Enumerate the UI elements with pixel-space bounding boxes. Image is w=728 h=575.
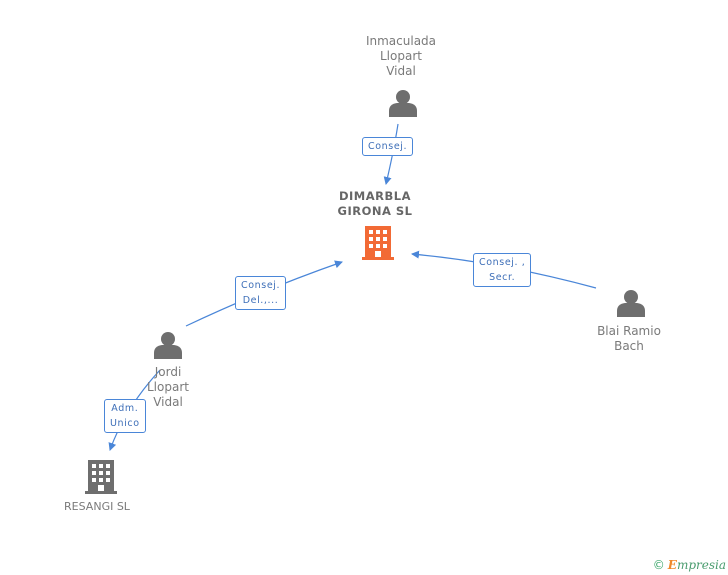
empresia-logo: ©Empresia	[653, 558, 726, 572]
brand-initial: E	[667, 558, 677, 572]
person-icon[interactable]	[617, 290, 645, 317]
node-label-jordi-llopart-vidal[interactable]: Jordi Llopart Vidal	[147, 365, 189, 409]
node-label-blai-ramio-bach[interactable]: Blai Ramio Bach	[597, 324, 661, 353]
edge-label-consej-secr: Consej. , Secr.	[473, 253, 532, 287]
edge-label-consej: Consej.	[362, 137, 414, 156]
brand-name: mpresia	[676, 558, 726, 572]
node-label-dimarbla-girona-sl[interactable]: DIMARBLA GIRONA SL	[337, 189, 413, 218]
person-icon[interactable]	[389, 90, 417, 117]
person-icon[interactable]	[154, 332, 182, 359]
building-icon[interactable]	[85, 460, 117, 494]
edge-label-consej-del: Consej. Del.,...	[235, 276, 287, 310]
building-icon[interactable]	[362, 226, 394, 260]
node-label-inmaculada-llopart-vidal[interactable]: Inmaculada Llopart Vidal	[365, 34, 437, 78]
edge-label-adm-unico: Adm. Unico	[104, 399, 146, 433]
node-label-resangi-sl[interactable]: RESANGI SL	[64, 500, 130, 513]
copyright-symbol: ©	[652, 558, 665, 572]
